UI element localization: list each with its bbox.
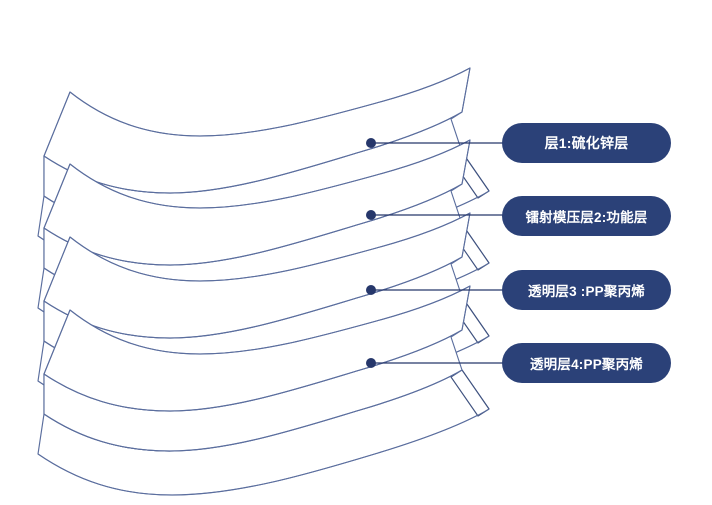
leader-group-1 [366,138,508,148]
leader-group-3 [366,285,508,295]
leader-group-4 [366,358,508,368]
layer-label-4[interactable]: 透明层4:PP聚丙烯 [502,343,671,383]
layer-label-1[interactable]: 层1:硫化锌层 [502,123,671,163]
leader-group-2 [366,210,508,220]
layer-label-2[interactable]: 镭射模压层2:功能层 [502,196,671,236]
layer-label-3[interactable]: 透明层3 :PP聚丙烯 [502,270,671,310]
